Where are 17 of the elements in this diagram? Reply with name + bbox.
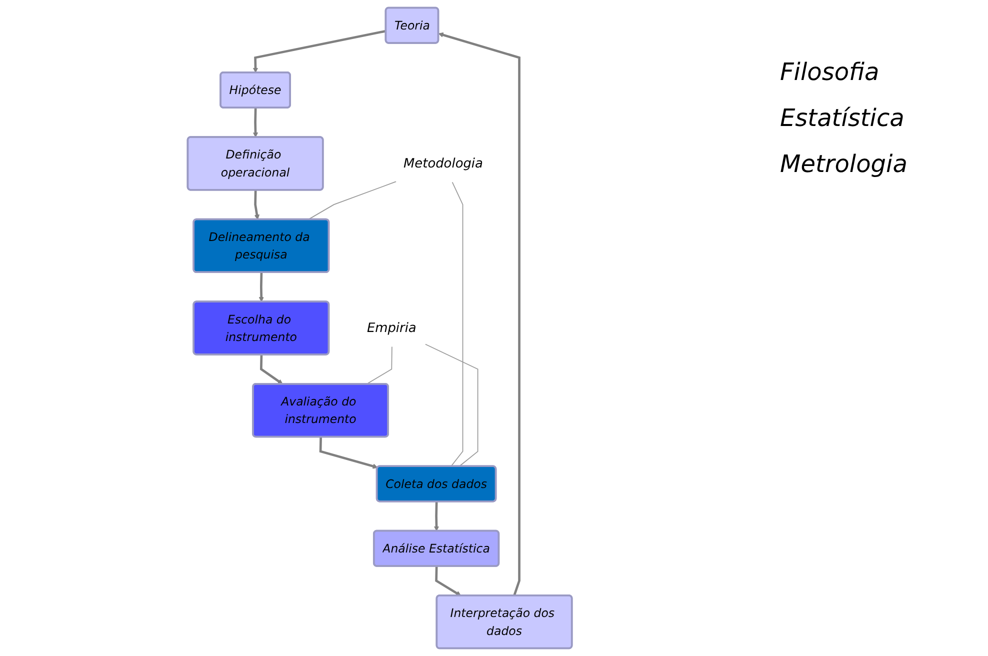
node-text: Metodologia [404,156,484,171]
arrow [320,436,378,469]
arrow [253,30,386,73]
area-label: Filosofia [780,58,880,86]
arrow [253,108,258,138]
arrow [438,32,521,596]
connector [308,181,397,220]
area-label: Estatística [780,104,906,132]
node-text: Empiria [367,320,417,336]
connector [425,344,478,467]
connector [450,182,464,467]
area-label: Metrologia [780,150,908,178]
arrow [254,190,260,220]
arrow [260,354,284,384]
arrow [434,502,440,532]
arrow [435,566,462,596]
arrow [259,272,264,302]
